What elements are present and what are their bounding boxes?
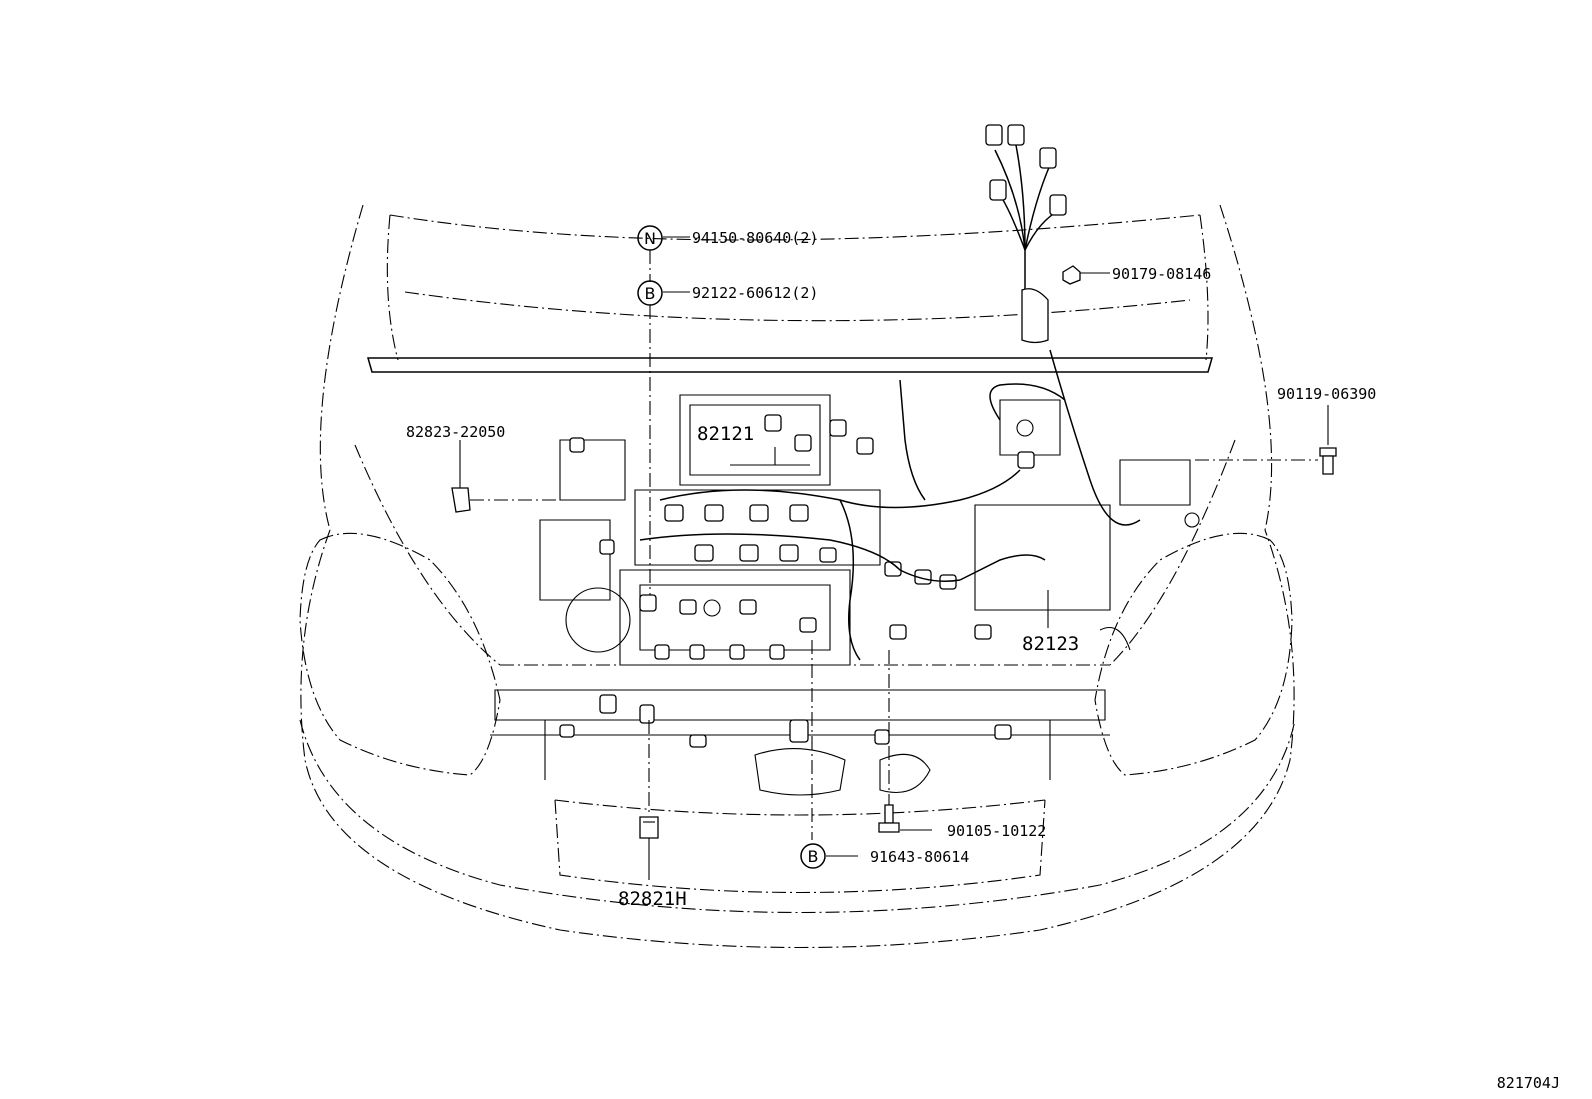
marker-b-top-letter: B (645, 284, 656, 303)
relay-box-area (974, 349, 1200, 651)
part-label-90179: 90179-08146 (1112, 265, 1211, 283)
vehicle-body-outline (299, 204, 1296, 949)
upper-harness-connectors (985, 124, 1067, 344)
callout-marker-n: N (637, 225, 663, 251)
clamp-82823 (451, 487, 471, 513)
part-label-94150: 94150-80640(2) (692, 229, 818, 247)
leader-lines (459, 236, 1329, 880)
part-label-82821h: 82821H (618, 888, 687, 910)
part-label-90105: 90105-10122 (947, 822, 1046, 840)
bolt-90119 (1319, 447, 1337, 475)
part-label-92122: 92122-60612(2) (692, 284, 818, 302)
hardware-items (451, 265, 1337, 839)
part-label-91643: 91643-80614 (870, 848, 969, 866)
illustration-code: 821704J (1497, 1074, 1560, 1092)
callout-marker-b-bottom: B (800, 843, 826, 869)
engine-block (539, 379, 1046, 666)
marker-n-letter: N (644, 229, 656, 248)
part-label-82823: 82823-22050 (406, 423, 505, 441)
part-label-82121: 82121 (697, 423, 754, 445)
connector-row (569, 414, 992, 660)
part-label-90119: 90119-06390 (1277, 385, 1376, 403)
marker-b-bottom-letter: B (808, 847, 819, 866)
clip-82821h (639, 816, 659, 839)
nut-90179 (1062, 265, 1081, 285)
part-label-82123: 82123 (1022, 633, 1079, 655)
callout-marker-b-top: B (637, 280, 663, 306)
bolt-90105 (878, 804, 900, 833)
